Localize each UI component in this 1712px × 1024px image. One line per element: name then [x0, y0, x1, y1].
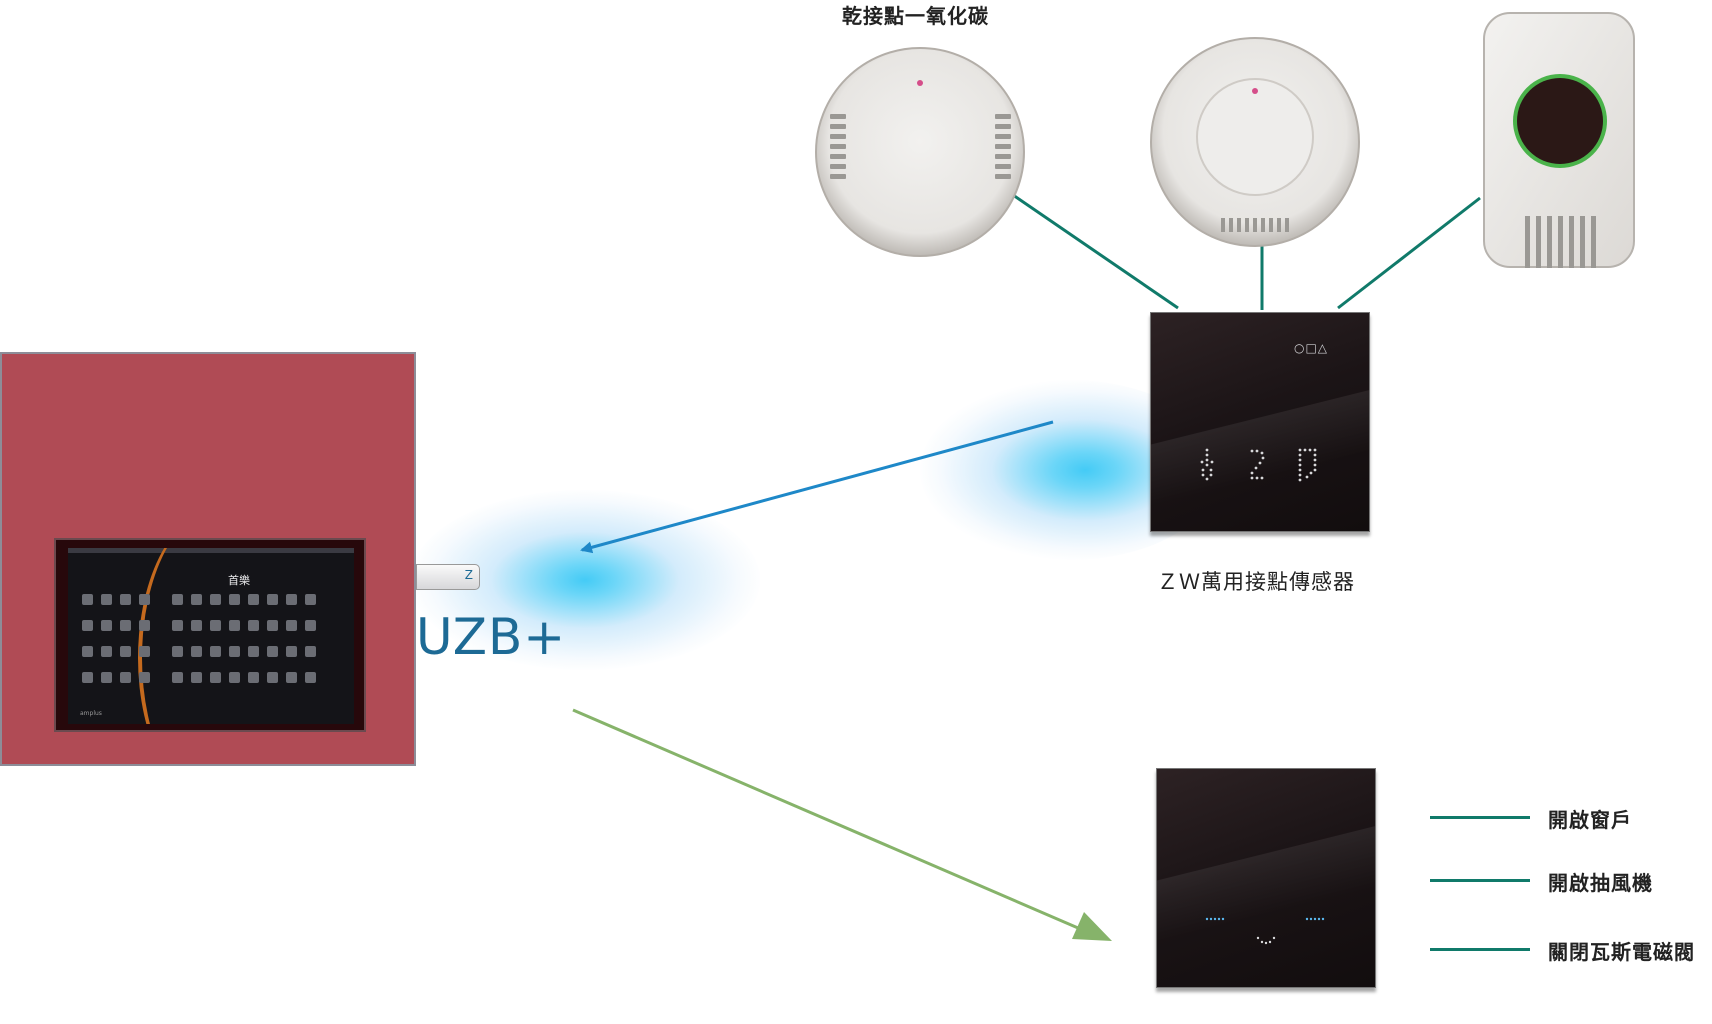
- tablet-app-tile[interactable]: [267, 672, 278, 683]
- relay-switch-panel: [1156, 768, 1376, 988]
- tablet-footer: amplus: [80, 710, 102, 717]
- tablet-app-tile[interactable]: [120, 620, 131, 631]
- wall-panel: 首樂 amplus: [0, 352, 416, 766]
- tablet-app-tile[interactable]: [191, 620, 202, 631]
- tablet-app-tile[interactable]: [120, 672, 131, 683]
- sensor-dot-icons: [1200, 448, 1317, 482]
- control-tablet[interactable]: 首樂 amplus: [54, 538, 366, 732]
- tablet-app-tile[interactable]: [101, 620, 112, 631]
- wire-co-sensor: [1012, 193, 1179, 310]
- tablet-app-tile[interactable]: [101, 594, 112, 605]
- tablet-app-tile[interactable]: [267, 594, 278, 605]
- action-line-2: [1430, 879, 1530, 882]
- tablet-app-tile[interactable]: [120, 594, 131, 605]
- action-close-gas-valve: 關閉瓦斯電磁閥: [1548, 940, 1695, 964]
- tablet-app-tile[interactable]: [248, 620, 259, 631]
- action-open-fan: 開啟抽風機: [1548, 871, 1653, 895]
- tablet-screen-title: 首樂: [228, 574, 250, 587]
- tablet-app-tile[interactable]: [229, 672, 240, 683]
- tablet-app-tile[interactable]: [191, 594, 202, 605]
- tablet-app-tile[interactable]: [210, 594, 221, 605]
- smoke-sensor-device: [1150, 37, 1360, 247]
- universal-sensor-panel: ○□△: [1150, 312, 1370, 532]
- control-arrow-head: [1072, 912, 1112, 941]
- tablet-app-tile[interactable]: [248, 672, 259, 683]
- tablet-app-tile[interactable]: [248, 646, 259, 657]
- tablet-app-tile[interactable]: [267, 620, 278, 631]
- zwave-signal-arrow: [580, 420, 1054, 554]
- tablet-app-tile[interactable]: [172, 672, 183, 683]
- tablet-app-tile[interactable]: [101, 672, 112, 683]
- action-line-1: [1430, 816, 1530, 819]
- tablet-wallpaper-swoosh: [138, 548, 302, 724]
- control-arrow: [572, 708, 1093, 936]
- uzb-dongle: Z: [416, 564, 480, 590]
- action-open-window: 開啟窗戶: [1548, 808, 1632, 832]
- tablet-app-tile[interactable]: [305, 646, 316, 657]
- tablet-app-tile[interactable]: [82, 672, 93, 683]
- switch-indicators: [1205, 917, 1325, 945]
- co-sensor-label: 乾接點一氧化碳: [842, 4, 989, 28]
- tablet-app-tile[interactable]: [229, 594, 240, 605]
- tablet-app-tile[interactable]: [139, 620, 150, 631]
- tablet-app-tile[interactable]: [210, 672, 221, 683]
- action-line-3: [1430, 948, 1530, 951]
- dongle-logo: Z: [464, 568, 473, 582]
- tablet-app-tile[interactable]: [139, 646, 150, 657]
- wire-gas-sensor: [1337, 196, 1481, 310]
- tablet-app-tile[interactable]: [286, 594, 297, 605]
- tablet-app-tile[interactable]: [229, 646, 240, 657]
- tablet-screen[interactable]: 首樂 amplus: [68, 548, 354, 724]
- co-sensor-device: [815, 47, 1025, 257]
- tablet-app-tile[interactable]: [82, 646, 93, 657]
- tablet-app-tile[interactable]: [210, 646, 221, 657]
- tablet-app-tile[interactable]: [172, 594, 183, 605]
- tablet-app-tile[interactable]: [139, 672, 150, 683]
- gas-sensor-device: [1483, 12, 1635, 268]
- indicator-icons: ○□△: [1294, 341, 1329, 355]
- uzb-label: UZB+: [416, 608, 567, 666]
- tablet-app-tile[interactable]: [229, 620, 240, 631]
- universal-sensor-label: ＺＷ萬用接點傳感器: [1157, 570, 1355, 594]
- tablet-app-tile[interactable]: [286, 672, 297, 683]
- tablet-app-tile[interactable]: [82, 594, 93, 605]
- tablet-app-tile[interactable]: [248, 594, 259, 605]
- tablet-app-tile[interactable]: [305, 594, 316, 605]
- tablet-app-tile[interactable]: [305, 672, 316, 683]
- tablet-app-tile[interactable]: [286, 646, 297, 657]
- tablet-app-tile[interactable]: [305, 620, 316, 631]
- tablet-app-tile[interactable]: [139, 594, 150, 605]
- tablet-app-tile[interactable]: [82, 620, 93, 631]
- tablet-app-tile[interactable]: [120, 646, 131, 657]
- tablet-app-tile[interactable]: [172, 620, 183, 631]
- tablet-app-tile[interactable]: [210, 620, 221, 631]
- tablet-app-tile[interactable]: [101, 646, 112, 657]
- tablet-app-tile[interactable]: [191, 672, 202, 683]
- tablet-app-tile[interactable]: [172, 646, 183, 657]
- tablet-app-tile[interactable]: [191, 646, 202, 657]
- tablet-app-tile[interactable]: [267, 646, 278, 657]
- tablet-app-tile[interactable]: [286, 620, 297, 631]
